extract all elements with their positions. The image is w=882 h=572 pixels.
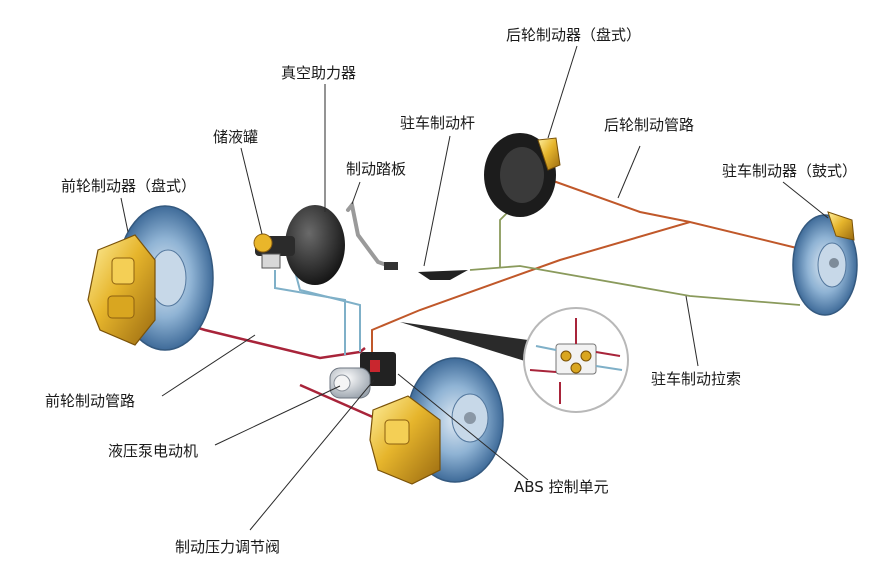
label-front-brake-disc: 前轮制动器（盘式）: [61, 177, 197, 195]
parking-lever-part: [418, 270, 468, 280]
parking-cable-line: [469, 207, 801, 306]
label-parking-brake-drum: 驻车制动器（鼓式）: [722, 162, 858, 180]
label-front-brake-line: 前轮制动管路: [45, 392, 136, 410]
label-rear-brake-line: 后轮制动管路: [604, 116, 695, 134]
label-leader-lines: [120, 45, 829, 531]
front-disc-brake: [87, 205, 214, 351]
label-parking-cable: 驻车制动拉索: [651, 370, 742, 388]
pump-motor-part: [329, 367, 371, 399]
abs-detail-inset: [400, 307, 629, 413]
label-reservoir: 储液罐: [213, 128, 259, 146]
brake-pedal-assembly: [346, 200, 398, 270]
label-rear-brake-disc: 后轮制动器（盘式）: [506, 26, 642, 44]
label-brake-pedal: 制动踏板: [346, 160, 407, 178]
label-pressure-valve: 制动压力调节阀: [175, 538, 281, 556]
label-pump-motor: 液压泵电动机: [108, 442, 199, 460]
label-abs-unit: ABS 控制单元: [514, 478, 609, 496]
rear-brake-line-pipe: [371, 177, 806, 355]
rear-disc-brake: [484, 133, 561, 217]
reservoir-tank: [253, 233, 273, 253]
label-vacuum-booster: 真空助力器: [281, 64, 357, 82]
parking-drum-brake: [792, 211, 858, 316]
label-parking-lever: 驻车制动杆: [400, 114, 476, 132]
